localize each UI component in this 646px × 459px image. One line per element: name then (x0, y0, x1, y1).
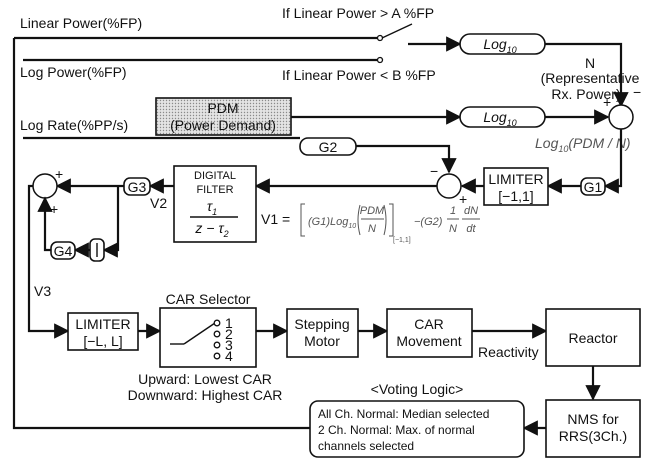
selector-contact-1 (213, 319, 221, 327)
selector-contact-3 (213, 341, 221, 349)
selector-upward-rule: Upward: Lowest CAR (138, 371, 272, 387)
sum-mid-plus: + (459, 191, 467, 207)
sum-junction-right (608, 104, 634, 130)
switch-bottom-condition: If Linear Power < B %FP (282, 67, 436, 83)
filter-numerator: τ1 (207, 198, 217, 217)
n-signal-line (545, 42, 629, 108)
junction-to-g1-line (603, 129, 623, 194)
selector-switch-arm (183, 322, 216, 345)
sum-junction-left (32, 173, 58, 199)
limiter-2-box (67, 312, 139, 351)
log-power-label: Log Power(%FP) (20, 64, 127, 80)
eq-frac1-num: PDM (360, 205, 385, 217)
v2-label: V2 (150, 195, 167, 211)
switch-arm (381, 23, 413, 39)
v3-label: V3 (34, 283, 51, 299)
nms-line2: RRS(3Ch.) (559, 428, 627, 444)
selector-option-1: 1 (225, 315, 233, 331)
pdm-box (155, 97, 292, 136)
eq-bracket-left (300, 203, 305, 237)
eq-frac3-num: dN (464, 205, 478, 217)
stepping-motor-line2: Motor (304, 333, 340, 349)
voting-logic-box (309, 400, 525, 458)
limiter-2-title: LIMITER (75, 316, 130, 332)
digital-filter-line2: FILTER (196, 184, 233, 196)
sum-right-plus: + (603, 94, 611, 110)
sum-left-plus-top: + (55, 166, 63, 182)
selector-downward-rule: Downward: Highest CAR (128, 387, 283, 403)
sum-left-plus-bottom: + (50, 201, 58, 217)
limiter-1-box (483, 167, 549, 206)
sum-mid-minus: − (430, 163, 438, 179)
reactor-label: Reactor (568, 330, 617, 346)
car-movement-line1: CAR (414, 316, 444, 332)
car-selector-title: CAR Selector (166, 291, 251, 307)
v2-tap-line (102, 186, 120, 258)
car-movement-line2: Movement (396, 333, 461, 349)
g4-label: G4 (54, 243, 73, 259)
eq-v1-label: V1 = (261, 211, 290, 227)
switch-contact-bottom (376, 56, 384, 64)
g4-to-sum-line (37, 196, 53, 252)
outer-feedback-line (12, 38, 310, 430)
voting-line2: 2 Ch. Normal: Max. of normal (318, 423, 475, 437)
log10-mid-label: Log10 (483, 109, 516, 128)
selector-contact-4 (213, 352, 221, 360)
eq-paren-left (357, 204, 361, 236)
limiter-1-title: LIMITER (488, 171, 543, 187)
stepping-motor-line1: Stepping (294, 316, 349, 332)
selector-option-2: 2 (225, 326, 233, 342)
log-rate-label: Log Rate(%PP/s) (20, 117, 128, 133)
g2-label: G2 (319, 139, 338, 155)
eq-frac3-den: dt (466, 223, 476, 235)
v3-line (27, 184, 70, 339)
eq-term1: (G1)Log10 (308, 216, 356, 230)
rep-power-line2: Rx. Power) (551, 86, 620, 102)
nms-box (545, 399, 641, 458)
eq-term2: −(G2) (414, 216, 443, 228)
eq-bracket-right (389, 203, 394, 237)
n-label: N (585, 55, 595, 71)
log10-top-label: Log10 (483, 36, 516, 55)
eq-frac2-den: N (449, 223, 457, 235)
g1-label: G1 (584, 179, 603, 195)
selector-option-3: 3 (225, 337, 233, 353)
linear-power-label: Linear Power(%FP) (20, 15, 142, 31)
voting-line1: All Ch. Normal: Median selected (318, 407, 489, 421)
g3-label: G3 (128, 179, 147, 195)
sum-right-minus: − (633, 84, 641, 100)
voting-line3: channels selected (318, 439, 414, 453)
g2-to-sum-line (356, 144, 457, 174)
log-ratio-label: Log10(PDM / N) (535, 135, 631, 154)
stepping-motor-box (286, 308, 359, 358)
switch-contact-top (376, 34, 384, 42)
rep-power-line1: (Representative (541, 70, 640, 86)
reactor-box (545, 308, 641, 367)
eq-frac1-den: N (368, 223, 376, 235)
digital-filter-line1: DIGITAL (194, 170, 236, 182)
pdm-line2: (Power Demand) (170, 117, 276, 133)
v1-equation: V1 = (G1)Log10 PDM N [−1,1] −(G2) 1 N dN… (261, 203, 480, 244)
car-selector-box (159, 307, 257, 368)
eq-frac2-num: 1 (450, 205, 456, 217)
selector-option-4: 4 (225, 348, 233, 364)
voting-title: <Voting Logic> (371, 381, 464, 397)
pdm-line1: PDM (207, 100, 238, 116)
filter-denominator: z − τ2 (194, 220, 228, 239)
eq-range-sub: [−1,1] (393, 237, 411, 244)
car-movement-box (386, 308, 473, 358)
reactivity-label: Reactivity (478, 344, 539, 360)
digital-filter-box (173, 165, 257, 243)
sum-junction-mid (436, 173, 462, 199)
switch-top-condition: If Linear Power > A %FP (282, 5, 434, 21)
nms-line1: NMS for (567, 411, 619, 427)
limiter-2-range: [−L, L] (83, 333, 122, 349)
limiter-1-range: [−1,1] (498, 188, 533, 204)
eq-paren-right (383, 204, 387, 236)
selector-contact-2 (213, 330, 221, 338)
